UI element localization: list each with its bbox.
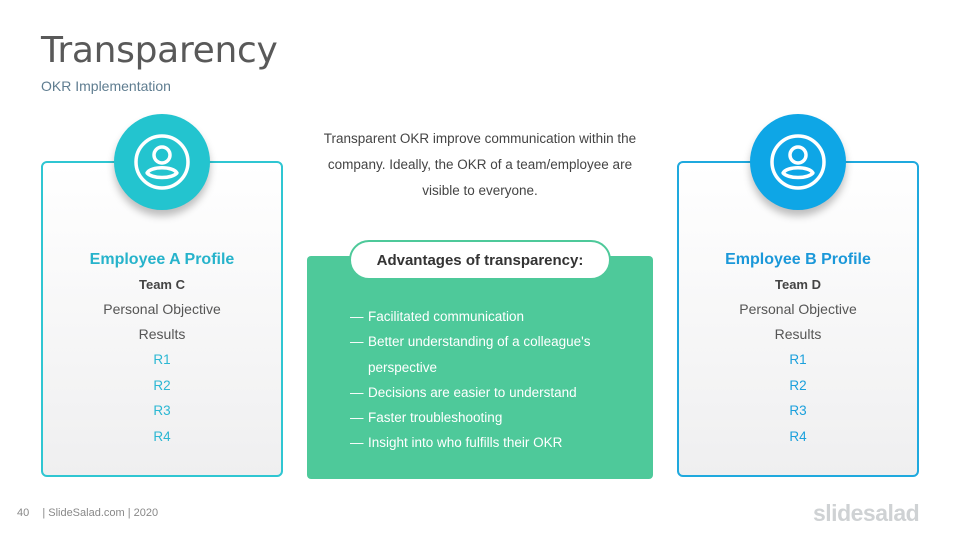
advantage-text: Insight into who fulfills their OKR xyxy=(368,435,563,451)
employee-b-result-2: R2 xyxy=(789,377,807,393)
footer: 40 | SlideSalad.com | 2020 xyxy=(17,507,158,519)
employee-a-card: Employee A Profile Team C Personal Objec… xyxy=(41,161,283,477)
slide-subtitle: OKR Implementation xyxy=(41,78,171,94)
employee-b-title: Employee B Profile xyxy=(725,251,871,268)
list-item: — Facilitated communication xyxy=(350,304,640,329)
user-icon xyxy=(134,134,190,190)
employee-b-result-4: R4 xyxy=(789,428,807,444)
dash-bullet: — xyxy=(350,435,364,451)
footer-credit: | SlideSalad.com | 2020 xyxy=(42,507,159,519)
brand-logo: slidesalad xyxy=(813,500,920,526)
employee-a-team: Team C xyxy=(139,277,185,292)
user-icon xyxy=(770,134,826,190)
list-item: —Better understanding of a colleague's p… xyxy=(350,329,640,380)
employee-b-avatar xyxy=(750,114,846,210)
employee-a-result-1: R1 xyxy=(153,352,171,367)
employee-a-result-4: R4 xyxy=(153,428,171,444)
advantages-heading: Advantages of transparency: xyxy=(349,240,611,280)
dash-bullet: — xyxy=(350,309,364,324)
employee-b-objective: Personal Objective xyxy=(739,301,857,317)
advantage-text: Faster troubleshooting xyxy=(368,410,503,426)
employee-a-objective: Personal Objective xyxy=(103,301,221,317)
employee-b-content: Employee B Profile Team D Personal Objec… xyxy=(679,247,917,449)
advantage-text: Better understanding of a colleague's pe… xyxy=(368,334,591,375)
employee-a-title: Employee A Profile xyxy=(89,251,235,268)
employee-b-results-label: Results xyxy=(774,326,822,342)
employee-a-result-3: R3 xyxy=(153,403,171,418)
advantage-text: Decisions are easier to understand xyxy=(368,384,577,400)
advantage-text: Facilitated communication xyxy=(368,309,525,324)
page-number: 40 xyxy=(17,507,30,519)
list-item: —Faster troubleshooting xyxy=(350,405,640,430)
dash-bullet: — xyxy=(350,384,364,400)
employee-a-content: Employee A Profile Team C Personal Objec… xyxy=(43,247,281,449)
employee-b-card: Employee B Profile Team D Personal Objec… xyxy=(677,161,919,477)
list-item: —Insight into who fulfills their OKR xyxy=(350,430,640,455)
employee-a-avatar xyxy=(114,114,210,210)
employee-b-result-1: R1 xyxy=(789,352,807,367)
employee-a-results-label: Results xyxy=(138,326,186,342)
slide-title: Transparency xyxy=(41,30,278,71)
employee-a-result-2: R2 xyxy=(153,377,171,393)
advantages-list: —Facilitated communication —Better under… xyxy=(350,304,640,456)
employee-b-team: Team D xyxy=(775,277,821,292)
dash-bullet: — xyxy=(350,334,364,350)
list-item: —Decisions are easier to understand xyxy=(350,380,640,405)
employee-b-result-3: R3 xyxy=(789,403,807,418)
advantages-box xyxy=(307,256,653,479)
dash-bullet: — xyxy=(350,410,364,426)
intro-text: Transparent OKR improve communication wi… xyxy=(323,131,637,198)
